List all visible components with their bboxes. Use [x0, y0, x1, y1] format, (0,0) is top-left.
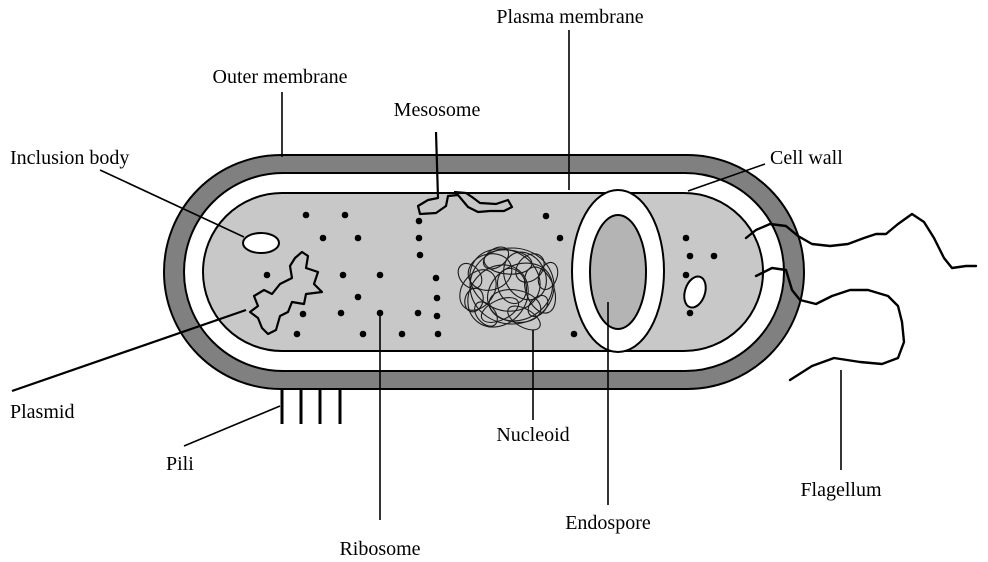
ribosome-dot [416, 235, 423, 242]
label-ribosome: Ribosome [339, 538, 420, 560]
ribosome-dot [340, 272, 347, 279]
ribosome-dot [687, 310, 694, 317]
label-pili: Pili [166, 453, 194, 475]
ribosome-dot [355, 235, 362, 242]
label-flagellum: Flagellum [800, 479, 882, 501]
ribosome-dot [377, 272, 384, 279]
ribosome-dot [557, 235, 564, 242]
ribosome-dot [571, 331, 578, 338]
ribosome-dot [303, 212, 310, 219]
label-plasma-membrane: Plasma membrane [496, 6, 643, 28]
ribosome-dot [433, 275, 440, 282]
ribosome-dot [264, 272, 271, 279]
endospore-core [590, 215, 646, 329]
ribosome-dot [543, 213, 550, 220]
ribosome-dot [683, 272, 690, 279]
ribosome-dot [338, 310, 345, 317]
ribosome-dot [342, 212, 349, 219]
label-nucleoid: Nucleoid [496, 424, 569, 446]
label-inclusion-body: Inclusion body [10, 147, 129, 169]
ribosome-dot [399, 331, 406, 338]
label-cell-wall: Cell wall [770, 147, 843, 169]
ribosome-dot [377, 310, 384, 317]
label-mesosome: Mesosome [394, 99, 481, 121]
ribosome-dot [435, 331, 442, 338]
ribosome-dot [320, 235, 327, 242]
ribosome-dot [300, 311, 307, 318]
ribosome-dot [687, 253, 694, 260]
label-endospore: Endospore [565, 512, 651, 534]
ribosome-dot [434, 295, 441, 302]
ribosome-dot [683, 235, 690, 242]
ribosome-dot [711, 253, 718, 260]
ribosome-dot [415, 310, 422, 317]
label-plasmid: Plasmid [10, 401, 74, 423]
ribosome-dot [416, 218, 423, 225]
pili [282, 388, 340, 424]
label-outer-membrane: Outer membrane [213, 66, 348, 88]
ribosome-dot [360, 331, 367, 338]
ribosome-dot [294, 331, 301, 338]
ribosome-dot [434, 313, 441, 320]
ribosome-dot [355, 294, 362, 301]
inclusion-body [243, 233, 279, 253]
ribosome-dot [417, 252, 424, 259]
